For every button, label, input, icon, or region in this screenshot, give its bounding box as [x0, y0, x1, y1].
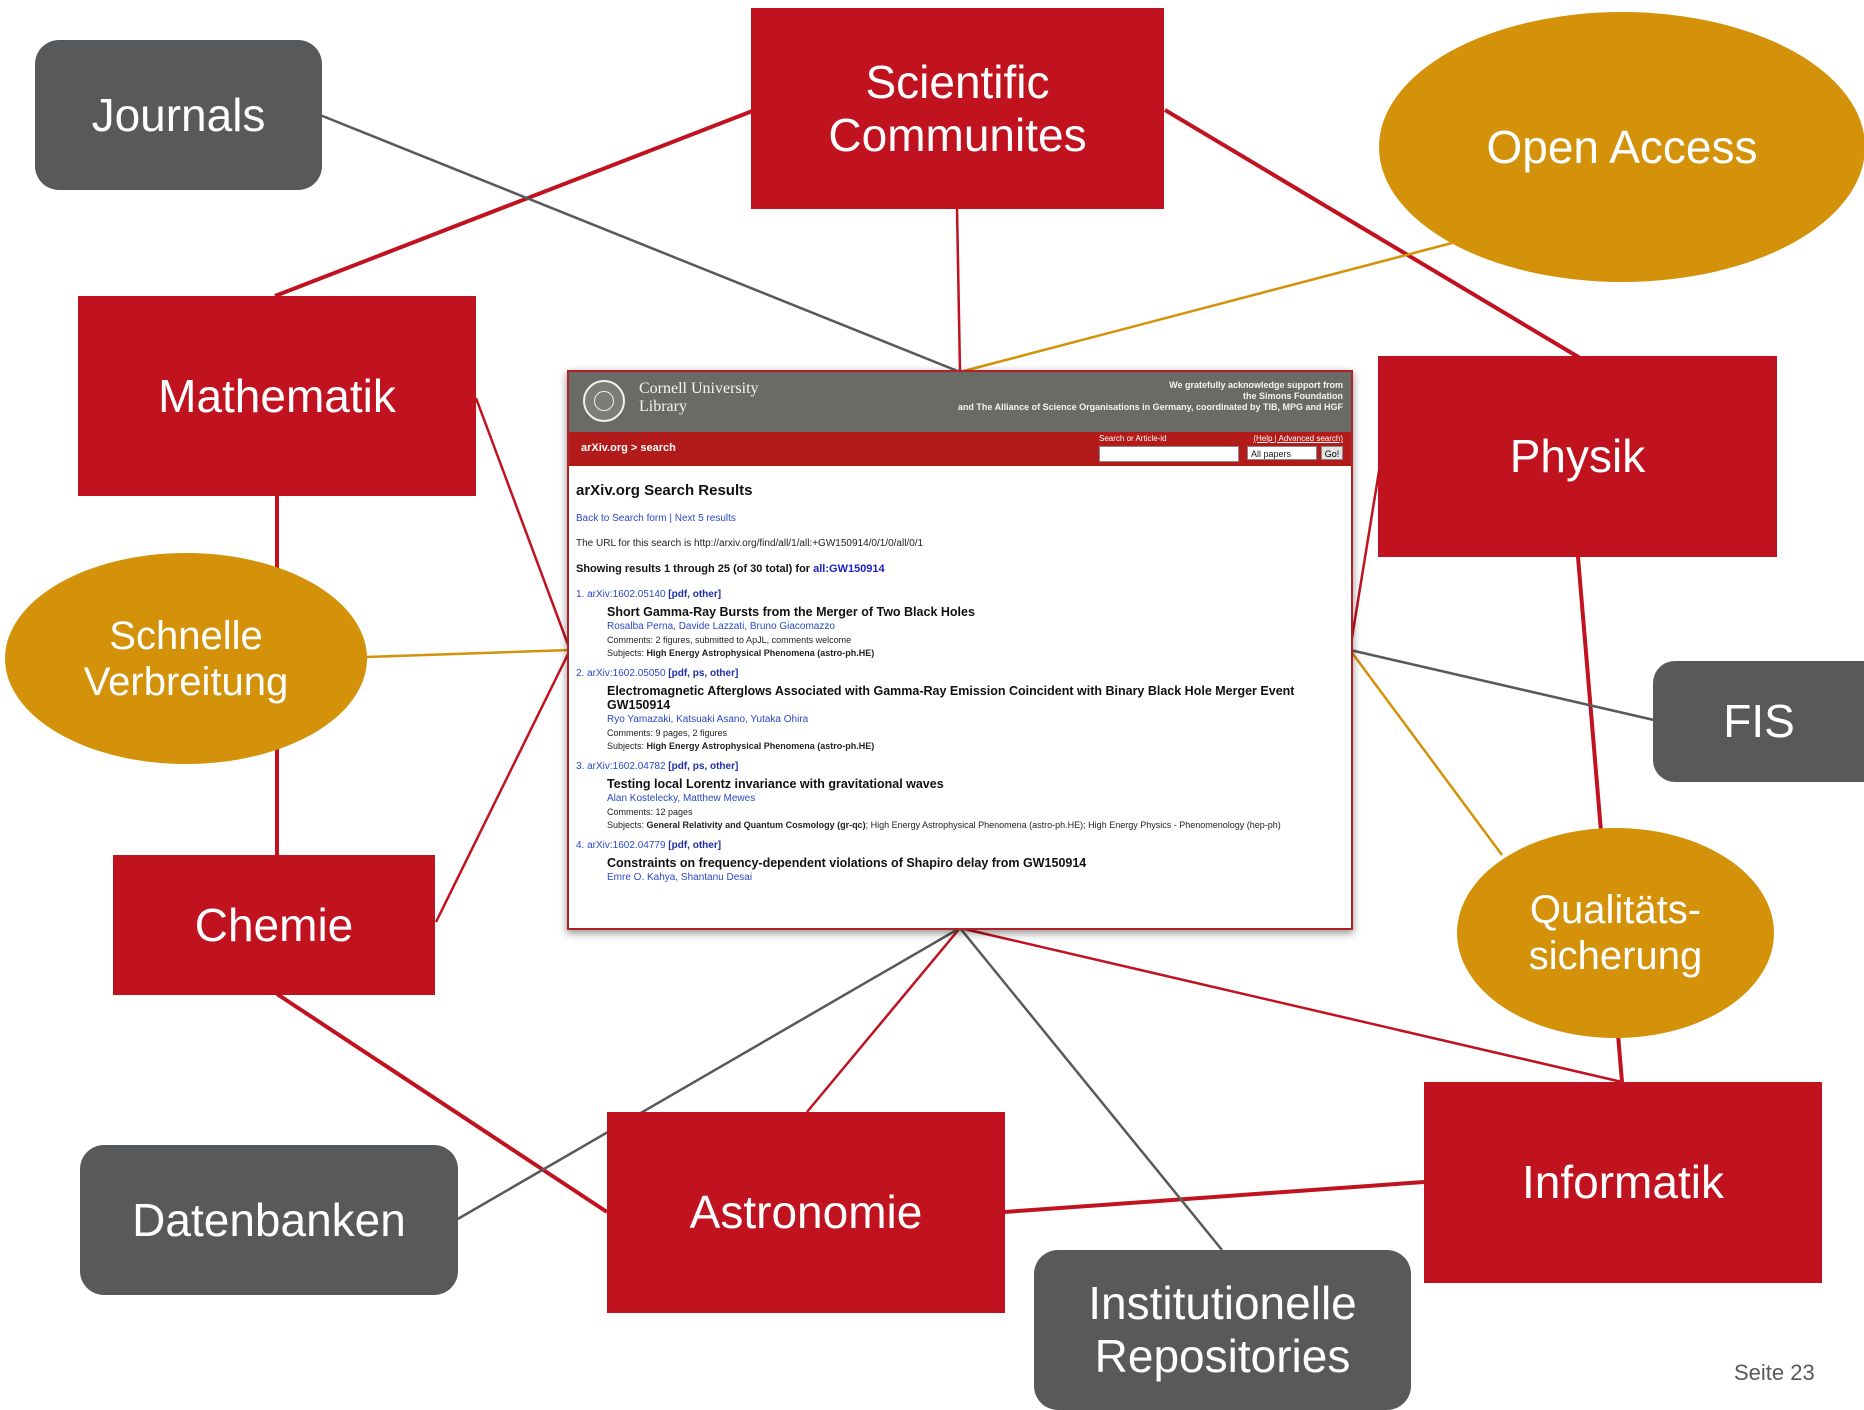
node-astronomie: Astronomie [607, 1112, 1005, 1313]
arxiv-header: Cornell University Library We gratefully… [569, 372, 1351, 432]
entry-id[interactable]: 3. arXiv:1602.04782 [576, 761, 666, 772]
search-input[interactable] [1099, 446, 1239, 462]
edge-fis-arxiv [1349, 648, 1655, 722]
library-name-line1: Cornell University [639, 380, 759, 397]
edge-schnelle-arxiv [365, 648, 571, 659]
search-url: The URL for this search is http://arxiv.… [576, 538, 924, 549]
edge-communities-arxiv [955, 207, 962, 373]
entry-formats[interactable]: [pdf, other] [668, 589, 722, 600]
entry-subjects-line: Subjects: High Energy Astrophysical Phen… [607, 648, 1344, 658]
edge-chemie-astronomie [275, 992, 609, 1214]
node-scientific-communities: Scientific Communites [751, 8, 1164, 209]
result-entry: 1. arXiv:1602.05140 [pdf, other] Short G… [576, 589, 1344, 658]
entry-title: Electromagnetic Afterglows Associated wi… [607, 684, 1295, 712]
entry-authors[interactable]: Alan Kostelecky, Matthew Mewes [607, 793, 756, 804]
entry-authors[interactable]: Rosalba Perna, Davide Lazzati, Bruno Gia… [607, 621, 835, 632]
edge-openaccess-arxiv [959, 241, 1453, 374]
entry-authors[interactable]: Ryo Yamazaki, Katsuaki Asano, Yutaka Ohi… [607, 714, 809, 725]
entry-id[interactable]: 2. arXiv:1602.05050 [576, 668, 666, 679]
entry-comments: Comments: 12 pages [607, 807, 693, 817]
go-button[interactable]: Go! [1321, 446, 1343, 460]
entry-subjects-label: Subjects: [607, 741, 647, 751]
cornell-seal-icon [583, 380, 625, 422]
node-schnelle-verbreitung: Schnelle Verbreitung [5, 553, 367, 764]
edge-qualitaet-arxiv [1348, 649, 1504, 856]
library-name: Cornell University Library [639, 380, 759, 416]
breadcrumb[interactable]: arXiv.org > search [581, 442, 676, 454]
entry-id-line: 3. arXiv:1602.04782 [pdf, ps, other] [576, 761, 1344, 772]
node-institutionelle-repositories: Institutionelle Repositories [1034, 1250, 1411, 1410]
entry-subjects-label: Subjects: [607, 648, 647, 658]
ack-line2: the Simons Foundation [1243, 391, 1343, 401]
entry-id-line: 4. arXiv:1602.04779 [pdf, other] [576, 840, 1344, 851]
node-qualitaetssicherung: Qualitäts-sicherung [1457, 828, 1774, 1038]
node-open-access: Open Access [1379, 12, 1864, 282]
ack-line3: and The Alliance of Science Organisation… [957, 402, 1343, 412]
edge-repositories-arxiv [959, 927, 1223, 1251]
entry-subjects-extra: ; High Energy Astrophysical Phenomena (a… [865, 820, 1281, 830]
node-informatik: Informatik [1424, 1082, 1822, 1283]
node-datenbanken: Datenbanken [80, 1145, 458, 1295]
entry-subjects-line: Subjects: General Relativity and Quantum… [607, 820, 1344, 830]
entry-id-line: 2. arXiv:1602.05050 [pdf, ps, other] [576, 668, 1344, 679]
entry-subjects-line: Subjects: High Energy Astrophysical Phen… [607, 741, 1344, 751]
entry-subjects: High Energy Astrophysical Phenomena (ast… [646, 741, 875, 751]
edge-chemie-arxiv [434, 649, 572, 923]
entry-id[interactable]: 4. arXiv:1602.04779 [576, 840, 666, 851]
entry-subjects: General Relativity and Quantum Cosmology… [646, 820, 866, 830]
edge-communities-physik [1163, 108, 1582, 360]
entry-formats[interactable]: [pdf, ps, other] [668, 668, 739, 679]
edge-journals-arxiv [319, 113, 961, 374]
search-label: Search or Article-id [1099, 434, 1167, 443]
showing-prefix: Showing results 1 through 25 (of 30 tota… [576, 563, 814, 575]
entry-title: Short Gamma-Ray Bursts from the Merger o… [607, 605, 975, 619]
entry-id[interactable]: 1. arXiv:1602.05140 [576, 589, 666, 600]
entry-formats[interactable]: [pdf, other] [668, 840, 722, 851]
edge-arxiv-astronomie [806, 927, 961, 1113]
acknowledgement: We gratefully acknowledge support from t… [958, 380, 1343, 413]
result-entry: 2. arXiv:1602.05050 [pdf, ps, other] Ele… [576, 668, 1344, 751]
showing-results: Showing results 1 through 25 (of 30 tota… [576, 563, 1344, 575]
results-title: arXiv.org Search Results [576, 482, 753, 499]
entry-comments: Comments: 9 pages, 2 figures [607, 728, 728, 738]
result-entry: 4. arXiv:1602.04779 [pdf, other] Constra… [576, 840, 1344, 883]
page-number: Seite 23 [1734, 1360, 1815, 1385]
entry-id-line: 1. arXiv:1602.05140 [pdf, other] [576, 589, 1344, 600]
entry-subjects: High Energy Astrophysical Phenomena (ast… [646, 648, 875, 658]
node-chemie: Chemie [113, 855, 435, 995]
edge-datenbanken-arxiv [455, 926, 961, 1222]
arxiv-results: arXiv.org Search Results Back to Search … [569, 466, 1351, 901]
library-name-line2: Library [639, 398, 687, 415]
edge-physik-arxiv [1348, 464, 1382, 651]
showing-query[interactable]: all:GW150914 [813, 563, 885, 575]
edge-communities-mathematik [274, 108, 756, 298]
nav-links[interactable]: Back to Search form | Next 5 results [576, 513, 736, 524]
arxiv-screenshot: Cornell University Library We gratefully… [567, 370, 1353, 930]
edge-arxiv-informatik [959, 926, 1623, 1084]
entry-title: Constraints on frequency-dependent viola… [607, 856, 1087, 870]
entry-formats[interactable]: [pdf, ps, other] [668, 761, 739, 772]
node-mathematik: Mathematik [78, 296, 476, 496]
entry-subjects-label: Subjects: [607, 820, 647, 830]
node-journals: Journals [35, 40, 322, 190]
result-entry: 3. arXiv:1602.04782 [pdf, ps, other] Tes… [576, 761, 1344, 830]
node-fis: FIS [1653, 661, 1864, 782]
papers-select[interactable]: All papers [1247, 446, 1317, 460]
arxiv-search-bar: arXiv.org > search Search or Article-id … [569, 432, 1351, 466]
node-physik: Physik [1378, 356, 1777, 557]
help-links[interactable]: (Help | Advanced search) [1253, 434, 1343, 443]
edge-astronomie-informatik [1003, 1180, 1425, 1214]
edge-mathematik-arxiv [474, 397, 572, 651]
entry-comments: Comments: 2 figures, submitted to ApJL, … [607, 635, 852, 645]
entry-title: Testing local Lorentz invariance with gr… [607, 777, 944, 791]
entry-authors[interactable]: Emre O. Kahya, Shantanu Desai [607, 872, 753, 883]
ack-line1: We gratefully acknowledge support from [1169, 380, 1343, 390]
